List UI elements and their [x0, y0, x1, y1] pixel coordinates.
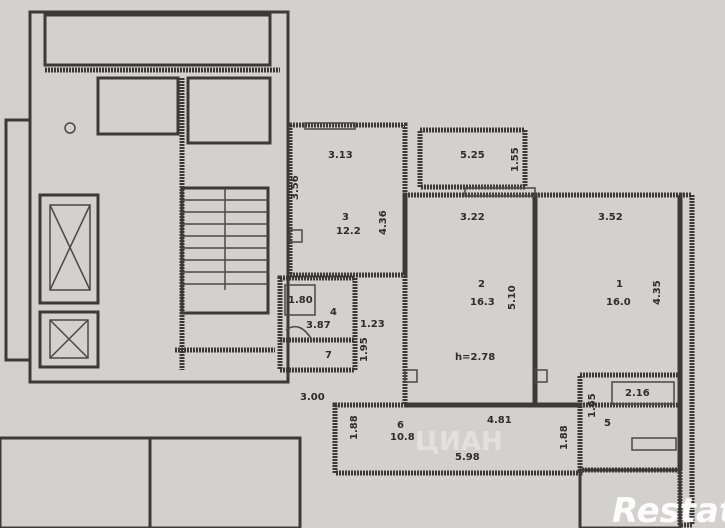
balcony-width: 5.25 — [460, 150, 485, 161]
room-3-number: 3 — [342, 212, 349, 223]
small-rooms — [277, 275, 358, 373]
room-3-width: 3.13 — [328, 150, 353, 161]
room-2-length: 5.10 — [507, 285, 518, 310]
corridor-area: 10.8 — [390, 432, 415, 443]
room-2-number: 2 — [478, 279, 485, 290]
balcony-depth: 1.55 — [510, 147, 521, 172]
entry-side: 1.88 — [349, 415, 360, 440]
elevator-small — [38, 310, 100, 369]
room-3 — [287, 122, 408, 278]
bathroom-dim-b: 1.65 — [587, 393, 598, 418]
small-7-dim: 1.95 — [359, 337, 370, 362]
room-3-length: 4.36 — [378, 210, 389, 235]
small-4-number: 4 — [330, 307, 337, 318]
corridor-length: 5.98 — [455, 452, 480, 463]
room-2-width: 3.22 — [460, 212, 485, 223]
room-1-length: 4.35 — [652, 280, 663, 305]
balcony — [417, 127, 528, 190]
corridor-side: 1.88 — [559, 425, 570, 450]
room-1-area: 16.0 — [606, 297, 631, 308]
room-3-area: 12.2 — [336, 226, 361, 237]
column-marker — [64, 122, 76, 134]
corridor-width: 4.81 — [487, 415, 512, 426]
small-4-dim-c: 1.23 — [360, 319, 385, 330]
small-4-dim-b: 3.87 — [306, 320, 331, 331]
elevator-large — [38, 193, 100, 305]
bathroom-number: 5 — [604, 418, 611, 429]
stair-steps — [182, 188, 268, 290]
room-2-area: 16.3 — [470, 297, 495, 308]
restate-watermark: Restate — [612, 491, 725, 528]
apartment — [277, 122, 695, 528]
entry-dim: 3.00 — [300, 392, 325, 403]
stairwell-block — [28, 10, 290, 384]
room-1-number: 1 — [616, 279, 623, 290]
faint-watermark: ЦИАН — [415, 427, 503, 457]
small-7-number: 7 — [325, 350, 332, 361]
room-1-width: 3.52 — [598, 212, 623, 223]
ceiling-height: h=2.78 — [455, 352, 495, 363]
corridor-number: 6 — [397, 420, 404, 431]
room-3-side: 3.56 — [290, 175, 301, 200]
small-4-dim-a: 1.80 — [288, 295, 313, 306]
bathroom-dim-a: 2.16 — [625, 388, 650, 399]
